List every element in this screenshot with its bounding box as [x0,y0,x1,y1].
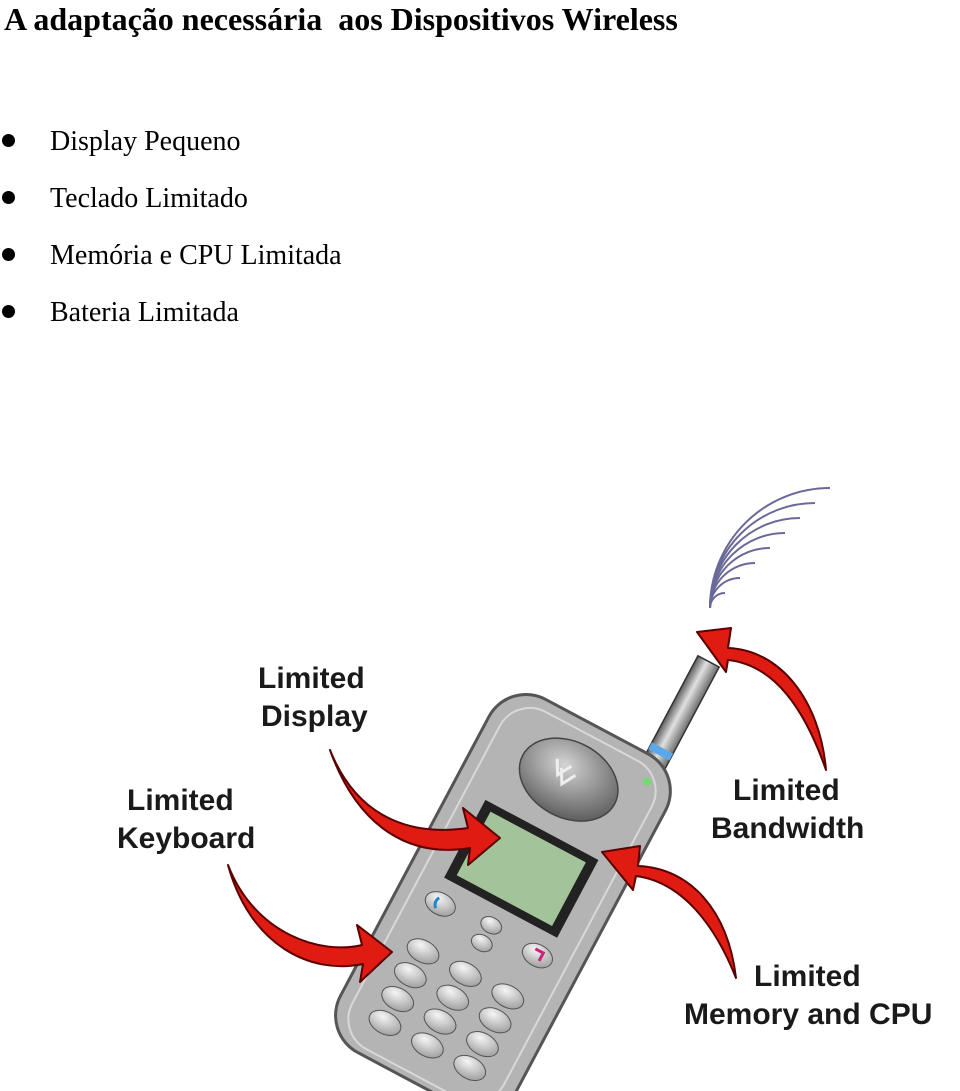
page-title: A adaptação necessária aos Dispositivos … [4,1,678,37]
label-limited-display: Limited Display [258,662,373,733]
bullet-icon [2,134,15,147]
list-item-text: Display Pequeno [50,126,241,157]
label-limited-memory-cpu: Limited Memory and CPU [684,960,932,1031]
bullet-icon [2,305,15,318]
arrow-display-icon [329,749,501,866]
label-limited-bandwidth: Limited Bandwidth [711,774,864,845]
keypad [368,938,525,1082]
arrow-memory-icon [601,845,737,979]
mobile-phone-illustration: Limited Display Limited Keyboard Limited… [117,487,932,1091]
list-item-text: Teclado Limitado [50,183,248,214]
arrow-keyboard-icon [227,864,393,983]
label-limited-keyboard: Limited Keyboard [117,784,255,855]
arrow-bandwidth-icon [696,627,827,771]
bullet-icon [2,191,15,204]
radio-waves-icon [709,487,831,609]
phone-icon [334,654,721,1091]
list-item-text: Memória e CPU Limitada [50,240,342,271]
list-item-text: Bateria Limitada [50,297,239,328]
antenna-icon [641,654,721,773]
bullet-icon [2,248,15,261]
